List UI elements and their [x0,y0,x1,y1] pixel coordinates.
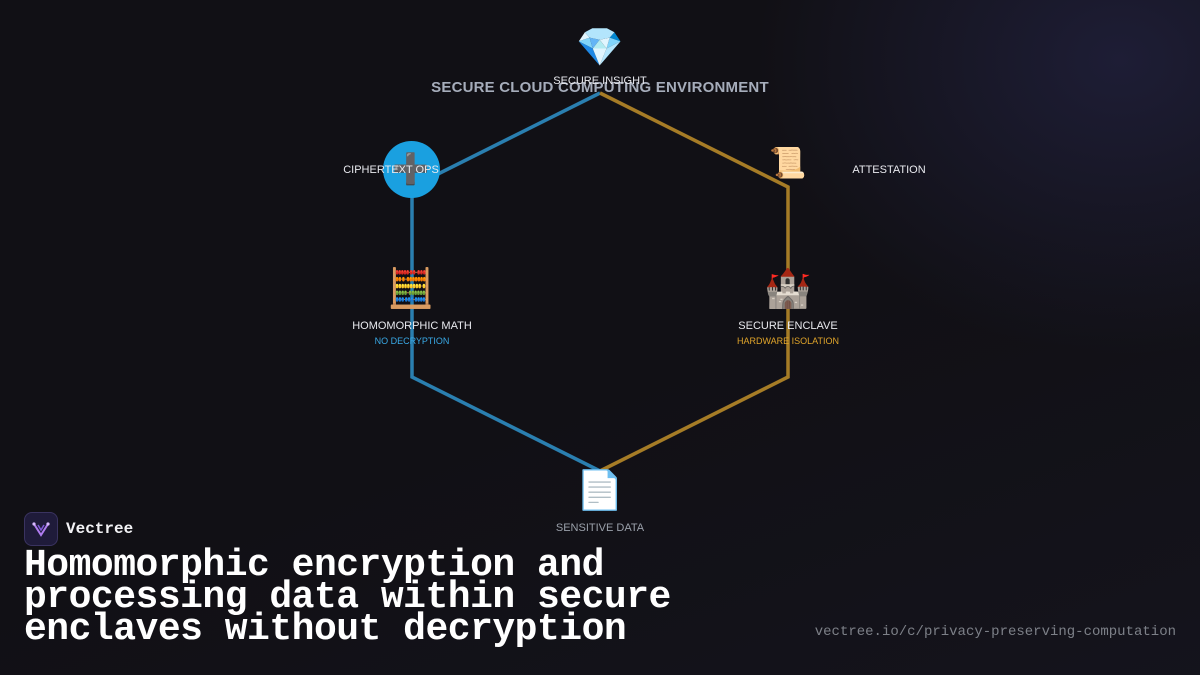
gem-icon: 💎 [576,25,624,69]
brand: Vectree [24,512,133,546]
abacus-icon: 🧮 [387,266,435,310]
no-decryption-label: NO DECRYPTION [374,336,450,346]
vectree-logo-icon [24,512,58,546]
page-url: vectree.io/c/privacy-preserving-computat… [814,624,1176,640]
document-icon: 📄 [576,468,624,512]
ciphertext-ops-label: CIPHERTEXT OPS [343,164,439,176]
hardware-isolation-label: HARDWARE ISOLATION [736,336,839,346]
environment-title: SECURE CLOUD COMPUTING ENVIRONMENT [431,79,769,96]
plus-icon: ➕ [392,152,430,187]
sensitive-data-label: SENSITIVE DATA [555,522,645,534]
scroll-icon: 📜 [769,146,807,181]
attestation-label: ATTESTATION [852,164,926,176]
headline: Homomorphic encryption and processing da… [24,544,671,651]
homomorphic-math-label: HOMOMORPHIC MATH [352,320,472,332]
brand-name: Vectree [66,520,134,538]
secure-insight-label: SECURE INSIGHT [553,75,647,87]
left-path-line [410,91,601,473]
cipher-ops-circle [383,141,440,198]
right-path-line [599,91,790,473]
secure-enclave-label: SECURE ENCLAVE [738,320,838,332]
castle-icon: 🏰 [764,266,812,310]
